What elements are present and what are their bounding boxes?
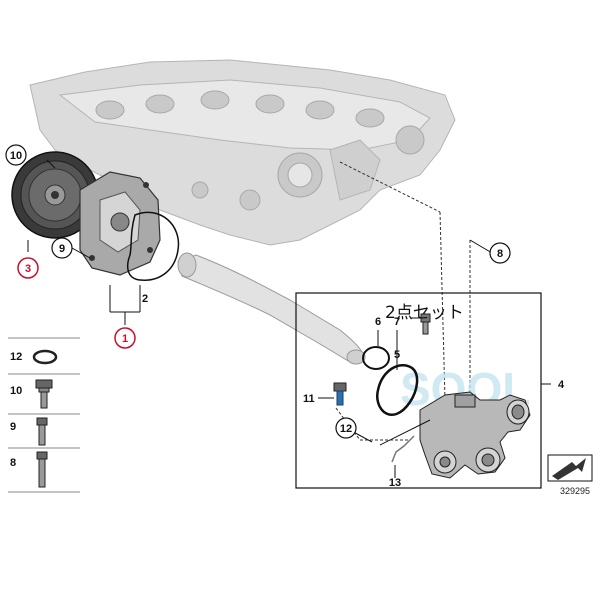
- part-number: 329295: [560, 486, 590, 496]
- callout-7: 7: [394, 316, 400, 328]
- bolt-7: [420, 313, 431, 335]
- callout-11: 11: [303, 393, 315, 405]
- pump-gasket: [127, 211, 180, 281]
- legend-row-9: 9: [10, 417, 48, 446]
- small-parts-legend: 12 10 9 8: [8, 337, 80, 493]
- callout-5: 5: [394, 349, 400, 361]
- thermostat-housing: [419, 391, 531, 479]
- svg-text:8: 8: [497, 248, 503, 260]
- o-ring-seal-icon: [32, 349, 58, 365]
- callout-12-detail: 12: [335, 417, 357, 439]
- callout-3: 3: [17, 257, 39, 279]
- svg-text:12: 12: [10, 351, 22, 363]
- direction-arrow-box: [547, 454, 593, 482]
- svg-text:10: 10: [10, 150, 22, 162]
- svg-text:8: 8: [10, 457, 16, 469]
- detail-box: [295, 292, 542, 489]
- sensor-11: [333, 382, 347, 406]
- water-pump-housing: [79, 171, 161, 276]
- set-of-two-label: 2点セット: [385, 303, 464, 323]
- legend-row-8: 8: [10, 451, 48, 488]
- svg-text:1: 1: [122, 333, 128, 345]
- pulley: [11, 151, 99, 239]
- o-ring-6: [362, 346, 390, 370]
- leader-8: [469, 239, 493, 254]
- svg-text:10: 10: [10, 385, 22, 397]
- svg-text:3: 3: [25, 263, 31, 275]
- thermostat-gasket-5: [376, 364, 419, 416]
- coolant-pipe: [177, 252, 366, 365]
- callout-2: 2: [142, 293, 148, 305]
- callout-6: 6: [375, 316, 381, 328]
- flange-bolt-icon: [35, 379, 53, 409]
- svg-text:9: 9: [10, 421, 16, 433]
- callout-4: 4: [558, 379, 565, 391]
- callout-10: 10: [5, 144, 27, 166]
- callout-13: 13: [389, 477, 401, 489]
- callout-8: 8: [489, 242, 511, 264]
- arrow-icon: [552, 458, 586, 480]
- dashed-leader-lines: [339, 161, 471, 405]
- legend-row-12: 12: [10, 349, 58, 365]
- callout-1: 1: [114, 327, 136, 349]
- callout-9: 9: [51, 237, 73, 259]
- clip-13: [391, 435, 415, 463]
- bolt-icon: [36, 451, 48, 488]
- svg-text:12: 12: [340, 423, 352, 435]
- pump-leader-lines: [27, 159, 141, 325]
- svg-text:9: 9: [59, 243, 65, 255]
- legend-row-10: 10: [10, 379, 53, 409]
- bolt-icon: [36, 417, 48, 446]
